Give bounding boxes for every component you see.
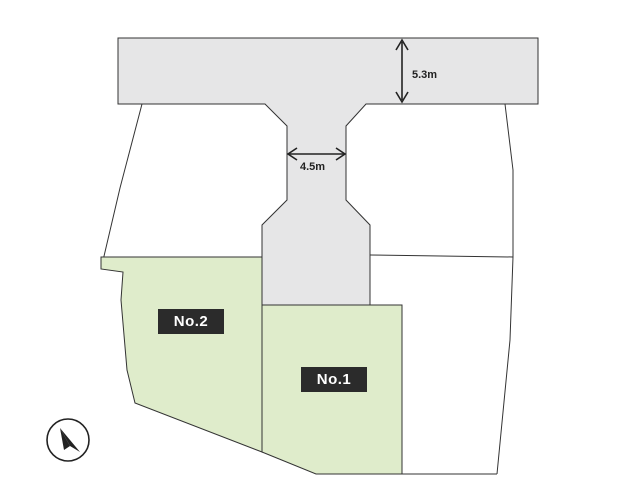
road-width-label: 5.3m — [412, 69, 437, 81]
lot-2-area — [100, 256, 263, 453]
lot-1-label: No.1 — [301, 367, 367, 392]
passage-width-label: 4.5m — [300, 161, 325, 173]
passage-width-dimension: 4.5m — [286, 147, 347, 173]
north-arrow-icon — [46, 418, 90, 462]
road-width-dimension: 5.3m — [395, 38, 437, 104]
lot-2-label: No.2 — [158, 309, 224, 334]
